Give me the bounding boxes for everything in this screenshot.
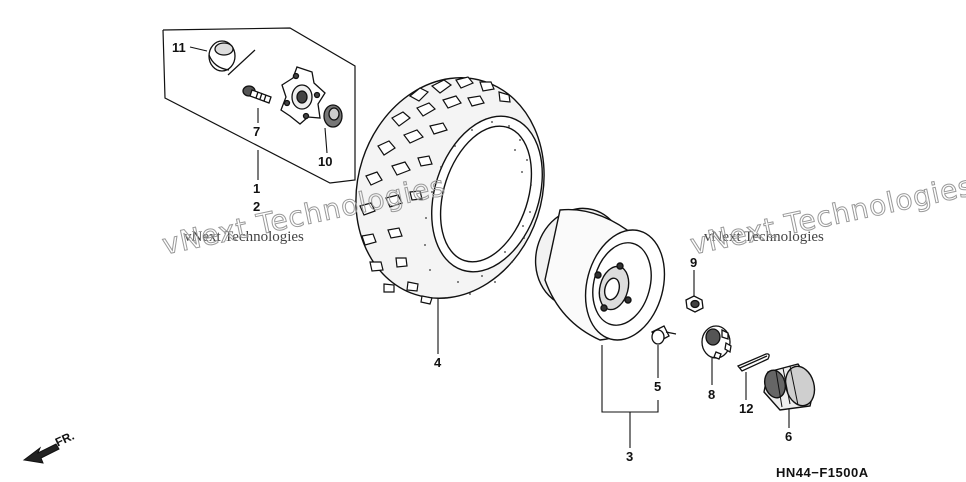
collar-part-11 xyxy=(208,40,236,72)
cotter-pin-part-12 xyxy=(736,353,770,372)
tire-tread-lugs xyxy=(359,76,511,305)
part-label-4: 4 xyxy=(434,355,442,370)
leader-lines xyxy=(189,46,790,448)
valve-part-5 xyxy=(651,325,677,345)
part-label-2: 2 xyxy=(253,199,261,214)
part-label-1: 1 xyxy=(253,181,261,196)
stud-bolt-part-7 xyxy=(242,85,272,104)
part-label-7: 7 xyxy=(253,124,261,139)
seal-part-10 xyxy=(323,104,343,128)
part-label-8: 8 xyxy=(708,387,716,402)
hub-cap-part-6 xyxy=(763,363,816,411)
diagram-code: HN44−F1500A xyxy=(776,465,869,480)
rim-part-3 xyxy=(534,207,666,341)
tire-part-4 xyxy=(355,76,545,305)
castle-nut-part-8 xyxy=(701,325,732,360)
part-label-11: 11 xyxy=(172,40,186,55)
nut-part-9 xyxy=(685,295,704,313)
part-label-10: 10 xyxy=(318,154,333,169)
wheel-hub xyxy=(280,66,326,125)
part-label-5: 5 xyxy=(654,379,662,394)
part-label-6: 6 xyxy=(785,429,793,444)
watermark-right-small: vNext Technologies xyxy=(704,229,824,245)
sidewall-texture xyxy=(424,121,532,299)
part-label-12: 12 xyxy=(739,401,754,416)
part-label-9: 9 xyxy=(690,255,698,270)
front-direction-arrow-icon xyxy=(22,443,60,464)
watermark-left-small: vNext Technologies xyxy=(184,229,304,245)
part-label-3: 3 xyxy=(626,449,634,464)
hub-assembly-bracket xyxy=(162,27,356,184)
